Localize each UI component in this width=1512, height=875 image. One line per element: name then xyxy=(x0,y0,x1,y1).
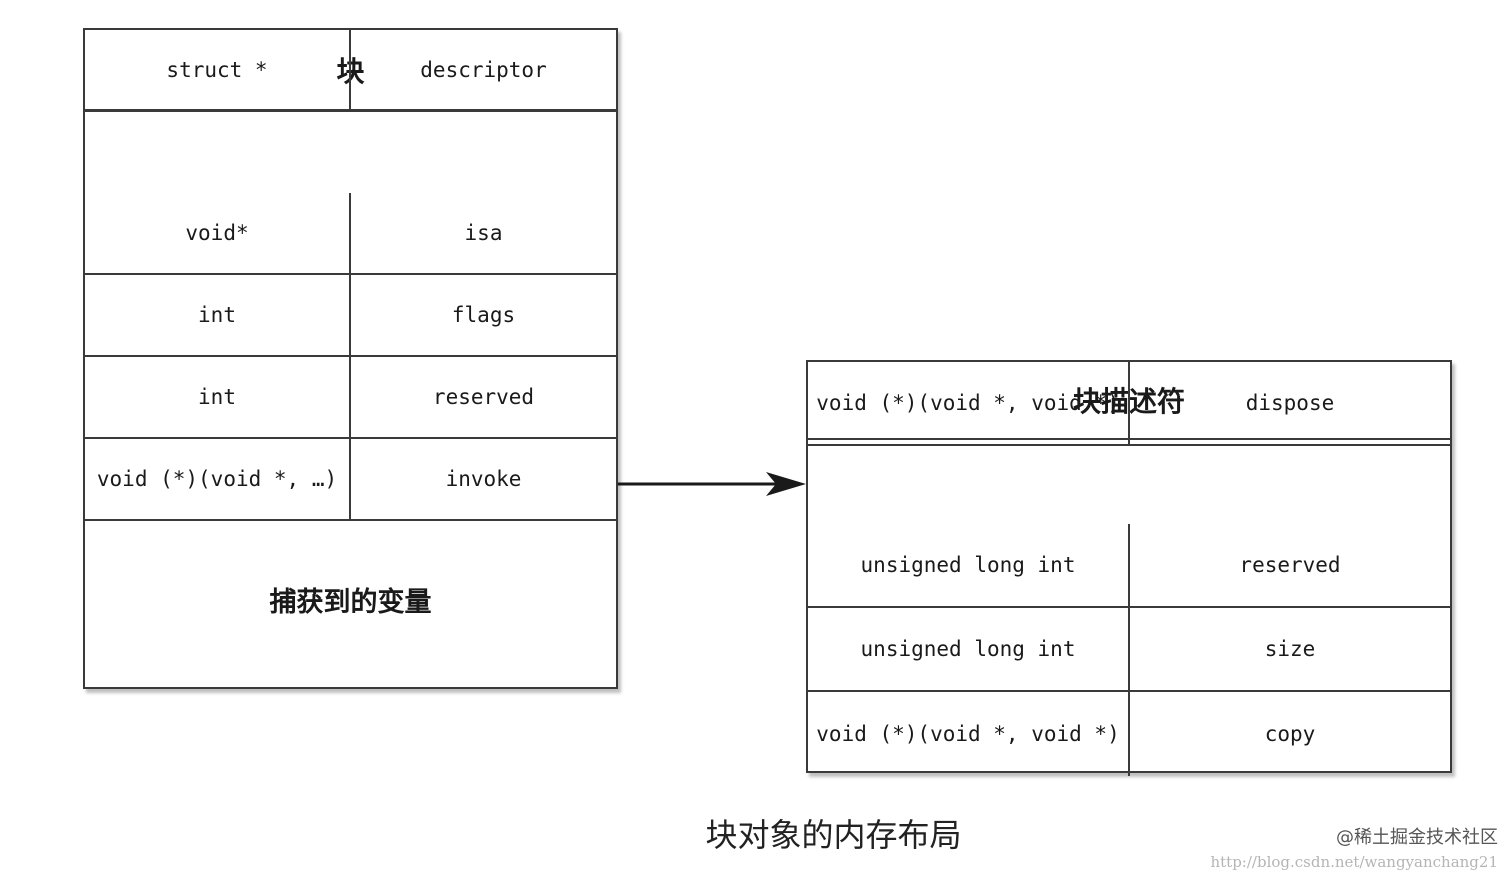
field-name: reserved xyxy=(432,385,535,409)
block-row-invoke: void (*)(void *, …) invoke xyxy=(85,439,616,521)
block-row-descriptor: struct * descriptor xyxy=(85,30,616,112)
block-row-reserved: int reserved xyxy=(85,357,616,439)
block-struct-box: 块 void* isa int flags int reserved void … xyxy=(83,28,618,689)
field-name: dispose xyxy=(1245,391,1335,415)
block-row-flags: int flags xyxy=(85,275,616,357)
field-name: reserved xyxy=(1239,553,1341,577)
field-name: invoke xyxy=(445,467,522,491)
descriptor-row-size: unsigned long int size xyxy=(808,608,1450,692)
watermark-url: http://blog.csdn.net/wangyanchang21 xyxy=(1210,853,1498,871)
watermark-site: @稀土掘金技术社区 xyxy=(1336,827,1498,848)
field-name: isa xyxy=(464,221,503,245)
field-type: void (*)(void *, void *) xyxy=(808,362,1130,444)
field-type: int xyxy=(85,357,351,437)
captured-variables-label: 捕获到的变量 xyxy=(269,586,432,618)
field-name: flags xyxy=(451,303,516,327)
field-type: void* xyxy=(85,193,351,273)
descriptor-pointer-arrow xyxy=(618,472,806,496)
field-type: struct * xyxy=(85,30,351,110)
field-type: unsigned long int xyxy=(808,524,1130,606)
block-descriptor-box: 块描述符 unsigned long int reserved unsigned… xyxy=(806,360,1452,776)
field-name: copy xyxy=(1264,722,1316,746)
descriptor-row-dispose: void (*)(void *, void *) dispose xyxy=(808,362,1450,446)
descriptor-row-copy: void (*)(void *, void *) copy xyxy=(808,692,1450,776)
descriptor-row-reserved: unsigned long int reserved xyxy=(808,524,1450,608)
field-type: void (*)(void *, …) xyxy=(85,439,351,519)
field-type: int xyxy=(85,275,351,355)
field-type: void (*)(void *, void *) xyxy=(808,692,1130,776)
field-name: descriptor xyxy=(420,58,547,82)
field-type: unsigned long int xyxy=(808,608,1130,690)
figure-caption: 块对象的内存布局 xyxy=(705,816,962,854)
block-row-isa: void* isa xyxy=(85,193,616,275)
watermark: @稀土掘金技术社区 http://blog.csdn.net/wangyanch… xyxy=(1210,826,1498,874)
field-name: size xyxy=(1264,637,1316,661)
